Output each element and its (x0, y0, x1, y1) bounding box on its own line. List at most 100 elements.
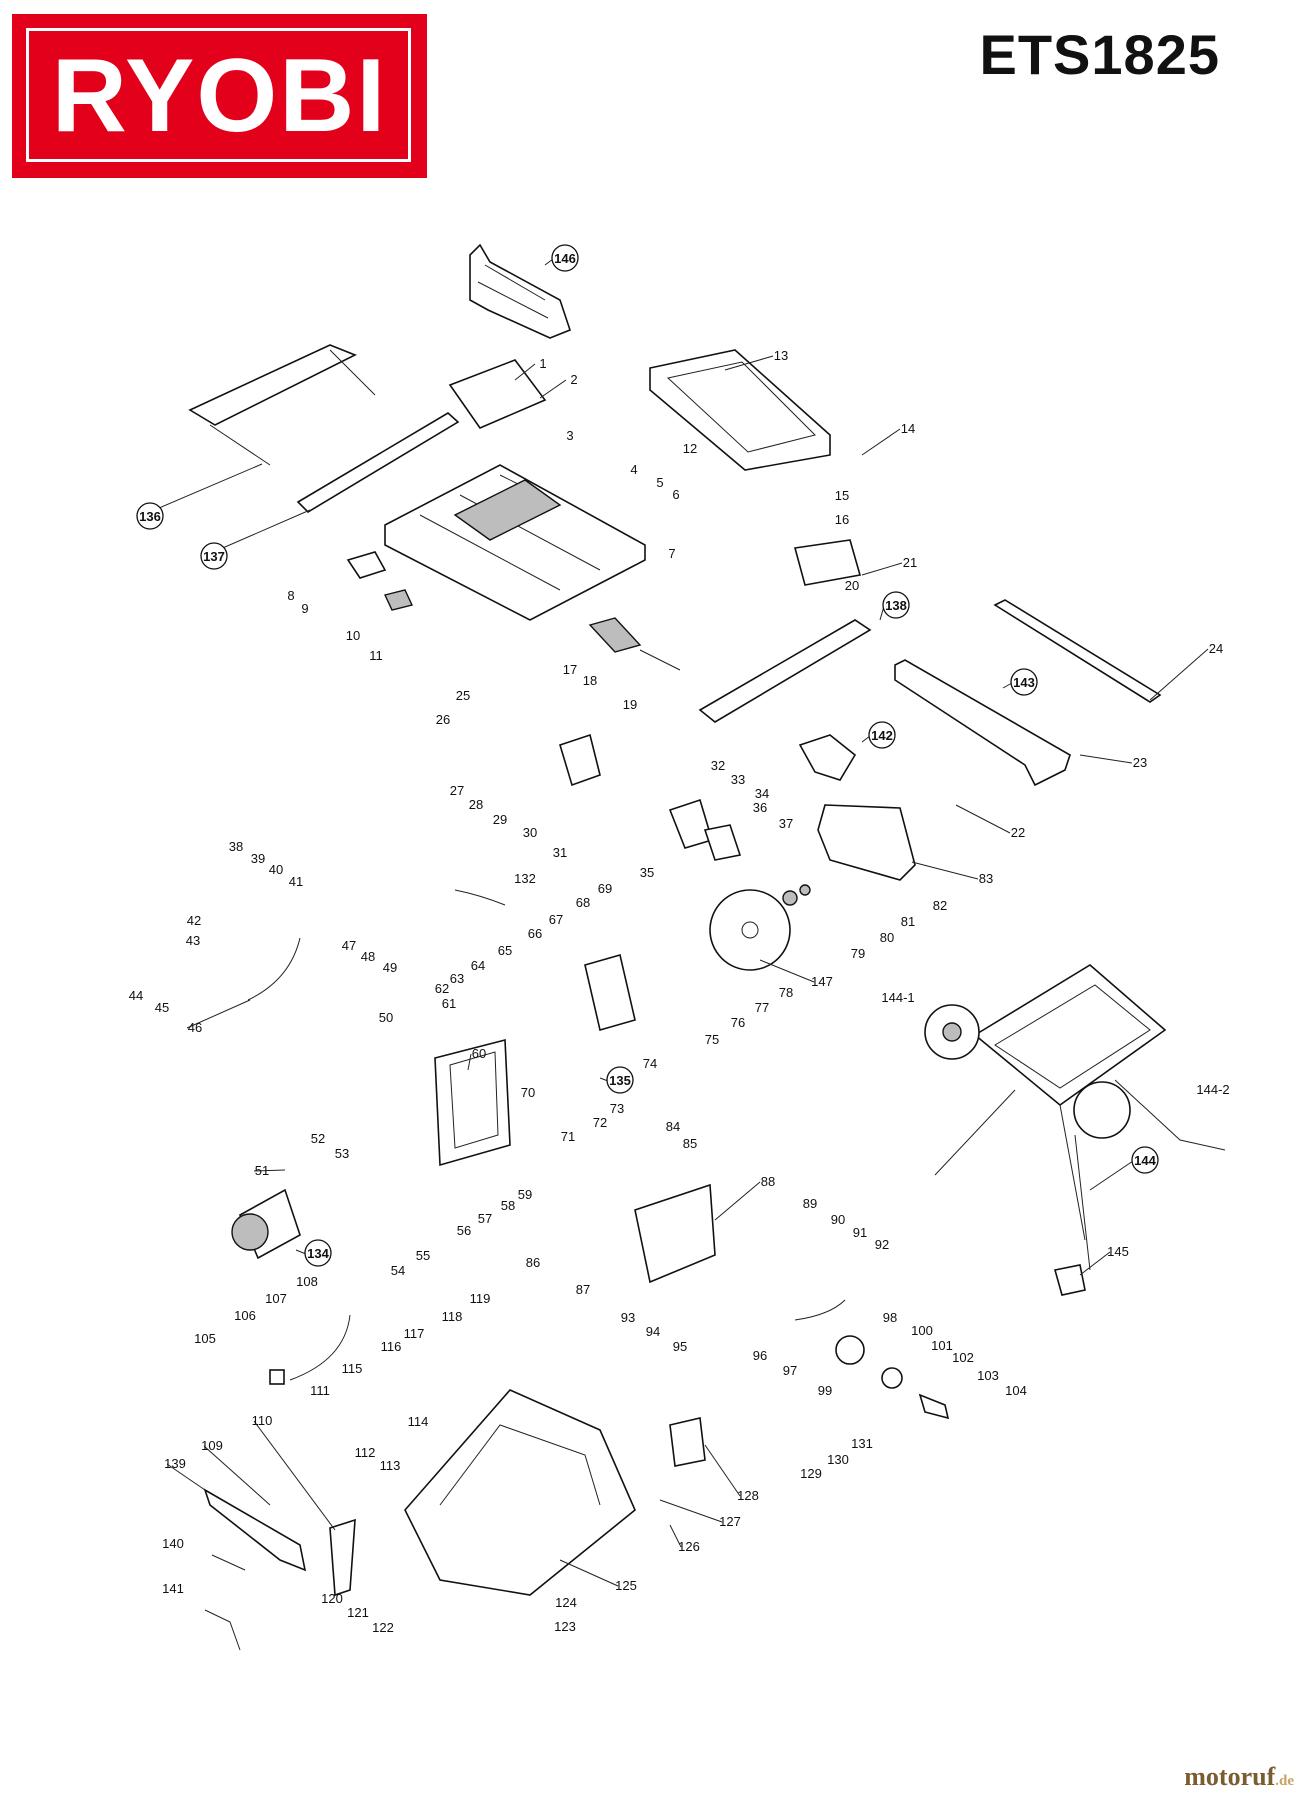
part-label-4: 4 (630, 462, 637, 477)
leader-line-109 (203, 1445, 271, 1506)
part-label-81: 81 (901, 914, 915, 929)
part-label-128: 128 (737, 1488, 759, 1503)
part-label-79: 79 (851, 946, 865, 961)
part-label-140: 140 (162, 1536, 184, 1551)
part-label-71: 71 (561, 1129, 575, 1144)
part-label-1: 1 (539, 356, 546, 371)
assembly-callout-134: 134 (307, 1246, 329, 1261)
part-label-20: 20 (845, 578, 859, 593)
part-label-22: 22 (1011, 825, 1025, 840)
part-label-96: 96 (753, 1348, 767, 1363)
part-label-70: 70 (521, 1085, 535, 1100)
part-label-18: 18 (583, 673, 597, 688)
watermark-tld: .de (1275, 1773, 1294, 1789)
part-label-37: 37 (779, 816, 793, 831)
part-label-121: 121 (347, 1605, 369, 1620)
part-label-40: 40 (269, 862, 283, 877)
part-label-2: 2 (570, 372, 577, 387)
leader-line-134 (295, 1249, 307, 1255)
part-label-95: 95 (673, 1339, 687, 1354)
callout-circle-134 (304, 1239, 332, 1267)
assembly-callout-142: 142 (871, 728, 893, 743)
part-label-107: 107 (265, 1291, 287, 1306)
part-label-112: 112 (355, 1445, 376, 1460)
part-label-29: 29 (493, 812, 507, 827)
part-label-31: 31 (553, 845, 567, 860)
callout-circle-144 (1131, 1146, 1159, 1174)
assembly-callout-144: 144 (1134, 1153, 1156, 1168)
part-label-117: 117 (404, 1326, 425, 1341)
part-label-97: 97 (783, 1363, 797, 1378)
part-label-124: 124 (555, 1595, 577, 1610)
assembly-callout-135: 135 (609, 1073, 631, 1088)
leader-line-46 (186, 999, 251, 1029)
part-label-110: 110 (252, 1413, 273, 1428)
part-label-67: 67 (549, 912, 563, 927)
part-label-123: 123 (554, 1619, 576, 1634)
part-label-83: 83 (979, 871, 993, 886)
part-label-35: 35 (640, 865, 654, 880)
part-label-17: 17 (563, 662, 577, 677)
part-label-47: 47 (342, 938, 356, 953)
part-label-49: 49 (383, 960, 397, 975)
part-label-24: 24 (1209, 641, 1223, 656)
part-label-39: 39 (251, 851, 265, 866)
assembly-callout-136: 136 (139, 509, 161, 524)
part-label-55: 55 (416, 1248, 430, 1263)
part-label-119: 119 (470, 1291, 491, 1306)
part-label-82: 82 (933, 898, 947, 913)
part-label-9: 9 (301, 601, 308, 616)
part-label-54: 54 (391, 1263, 405, 1278)
part-label-104: 104 (1005, 1383, 1027, 1398)
leader-line-23 (1079, 754, 1133, 764)
leader-line-145 (1079, 1251, 1111, 1276)
part-label-108: 108 (296, 1274, 318, 1289)
part-label-87: 87 (576, 1282, 590, 1297)
part-label-41: 41 (289, 874, 303, 889)
leader-line-126 (669, 1524, 682, 1548)
part-label-38: 38 (229, 839, 243, 854)
part-label-16: 16 (835, 512, 849, 527)
part-label-42: 42 (187, 913, 201, 928)
logo-border (26, 28, 411, 162)
leader-line-51 (253, 1169, 286, 1172)
part-label-84: 84 (666, 1119, 680, 1134)
part-label-61: 61 (442, 996, 456, 1011)
part-label-56: 56 (457, 1223, 471, 1238)
part-label-19: 19 (623, 697, 637, 712)
part-label-21: 21 (903, 555, 917, 570)
part-label-103: 103 (977, 1368, 999, 1383)
part-label-30: 30 (523, 825, 537, 840)
part-label-74: 74 (643, 1056, 657, 1071)
part-label-33: 33 (731, 772, 745, 787)
part-label-28: 28 (469, 797, 483, 812)
part-label-122: 122 (372, 1620, 394, 1635)
part-label-64: 64 (471, 958, 485, 973)
part-label-46: 46 (188, 1020, 202, 1035)
part-label-27: 27 (450, 783, 464, 798)
part-label-7: 7 (668, 546, 675, 561)
part-label-129: 129 (800, 1466, 822, 1481)
part-label-26: 26 (436, 712, 450, 727)
part-label-51: 51 (255, 1163, 269, 1178)
leader-line-127 (659, 1499, 723, 1523)
part-label-77: 77 (755, 1000, 769, 1015)
part-label-100: 100 (911, 1323, 933, 1338)
part-label-105: 105 (194, 1331, 216, 1346)
part-label-25: 25 (456, 688, 470, 703)
part-label-127: 127 (719, 1514, 741, 1529)
callout-circle-146 (551, 244, 579, 272)
assembly-callout-146: 146 (554, 251, 576, 266)
part-label-11: 11 (369, 648, 383, 663)
part-label-114: 114 (408, 1414, 429, 1429)
part-label-52: 52 (311, 1131, 325, 1146)
watermark-site: motoruf (1184, 1762, 1276, 1791)
part-label-130: 130 (827, 1452, 849, 1467)
part-label-15: 15 (835, 488, 849, 503)
part-label-116: 116 (381, 1339, 402, 1354)
part-label-45: 45 (155, 1000, 169, 1015)
leader-line-2 (539, 379, 567, 399)
part-label-66: 66 (528, 926, 542, 941)
part-label-118: 118 (442, 1309, 463, 1324)
